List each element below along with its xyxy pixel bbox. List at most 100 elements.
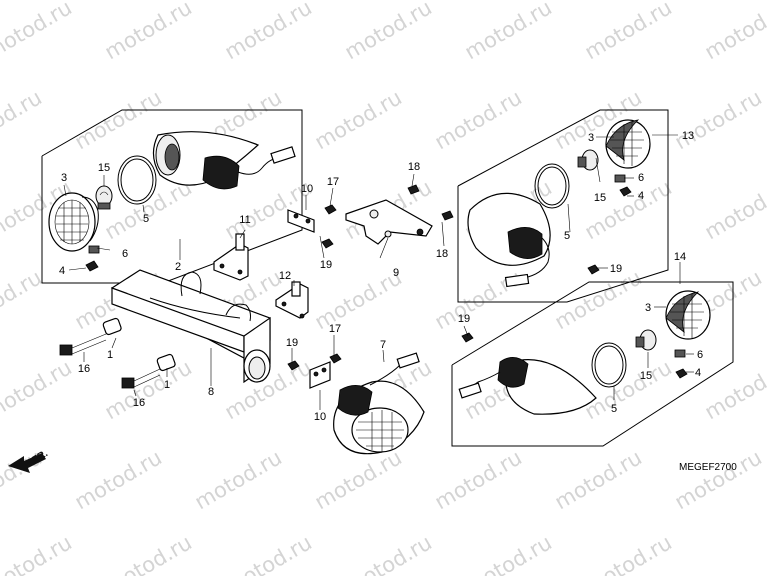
watermark-text: motod.ru: [461, 530, 556, 576]
right-upper-screws: [614, 174, 632, 197]
watermark-text: motod.ru: [191, 445, 286, 514]
watermark-text: motod.ru: [581, 530, 676, 576]
watermark-text: motod.ru: [431, 265, 526, 334]
watermark-text: motod.ru: [341, 0, 436, 64]
screw-19-upper: [321, 238, 334, 249]
screw-19-lower-left: [287, 360, 300, 371]
callout-16-upper: 16: [78, 363, 90, 375]
watermark-text: motod.ru: [71, 85, 166, 154]
watermark-text: motod.ru: [101, 175, 196, 244]
callout-17-lower: 17: [329, 323, 341, 335]
right-upper-gasket: [534, 163, 570, 209]
callout-6-right-upper: 6: [638, 172, 644, 184]
left-signal-screw: [85, 245, 100, 272]
group-frame-right-lower: [451, 281, 734, 447]
callout-19-center: 19: [286, 337, 298, 349]
callout-10-lower: 10: [314, 411, 326, 423]
callout-3-right-upper: 3: [588, 132, 594, 144]
watermark-text: motod.ru: [701, 175, 768, 244]
watermark-text: motod.ru: [581, 0, 676, 64]
watermark-text: motod.ru: [101, 530, 196, 576]
leader-lines: [63, 134, 694, 410]
callout-7: 7: [380, 339, 386, 351]
watermark-text: motod.ru: [671, 85, 766, 154]
watermark-text: motod.ru: [341, 530, 436, 576]
watermark-text: motod.ru: [431, 85, 526, 154]
screw-19-right-lower: [461, 332, 474, 343]
group-frame-right-upper: [457, 109, 669, 303]
callout-12: 12: [279, 270, 291, 282]
bolt-16-lower: [121, 368, 161, 389]
callout-18-lower: 18: [436, 248, 448, 260]
front-arrow-icon: [8, 453, 46, 473]
callout-1-upper: 1: [107, 349, 113, 361]
callout-numbers: 3 15 5 6 4 2 11 10 17 18 18 19 9 12 1 1 …: [59, 130, 703, 423]
callout-11: 11: [239, 214, 250, 226]
callout-15-right-lower: 15: [640, 370, 652, 382]
bolt-18-lower: [441, 210, 454, 221]
left-signal-lens: [48, 192, 99, 252]
watermark-text: motod.ru: [0, 530, 76, 576]
callout-5-right-upper: 5: [564, 230, 570, 242]
watermark-text: motod.ru: [671, 445, 766, 514]
callout-9: 9: [393, 267, 399, 279]
watermark-text: motod.ru: [311, 85, 406, 154]
bracket-12: [275, 281, 309, 319]
callout-19-right-upper: 19: [610, 263, 622, 275]
callout-15-left: 15: [98, 162, 110, 174]
right-upper-lens: [605, 119, 651, 169]
callout-6-right-lower: 6: [697, 349, 703, 361]
plate-10-lower: [309, 361, 331, 389]
watermark-text: motod.ru: [0, 265, 46, 334]
right-lower-gasket: [591, 342, 627, 388]
callout-3-left: 3: [61, 172, 67, 184]
watermark-text: motod.ru: [0, 355, 76, 424]
callout-10-upper: 10: [301, 183, 313, 195]
screw-17-lower: [329, 353, 342, 364]
callout-3-right-lower: 3: [645, 302, 651, 314]
callout-19-upper: 19: [320, 259, 332, 271]
callout-6-left: 6: [122, 248, 128, 260]
callout-4-right-lower: 4: [695, 367, 701, 379]
watermark-text: motod.ru: [431, 445, 526, 514]
callout-4-right-upper: 4: [638, 190, 644, 202]
plate-10-upper: [287, 209, 315, 233]
callout-15-right-upper: 15: [594, 192, 606, 204]
bolt-16-upper: [59, 333, 107, 356]
left-signal-housing: [152, 131, 296, 190]
left-signal-bulb: [95, 185, 113, 210]
watermark-text: motod.ru: [71, 445, 166, 514]
right-upper-signal-housing: [467, 192, 551, 288]
watermark-text: motod.ru: [0, 85, 46, 154]
callout-2: 2: [175, 261, 181, 273]
watermark-text: motod.ru: [701, 0, 768, 64]
callout-18-upper: 18: [408, 161, 420, 173]
callout-17-upper: 17: [327, 176, 339, 188]
watermark-text: motod.ru: [551, 265, 646, 334]
callout-4-left: 4: [59, 265, 65, 277]
callout-14: 14: [674, 251, 686, 263]
screw-17-upper: [324, 204, 337, 215]
watermark-text: motod.ru: [311, 265, 406, 334]
right-lower-lens: [665, 290, 711, 340]
front-signal-housing: [333, 352, 425, 455]
callout-8: 8: [208, 386, 214, 398]
collar-1-upper: [102, 317, 122, 336]
watermark-text: motod.ru: [311, 445, 406, 514]
group-frame-left: [41, 109, 303, 284]
bracket-9: [345, 199, 433, 245]
right-lower-screws: [674, 349, 688, 379]
left-signal-gasket: [117, 155, 157, 205]
watermark-text: motod.ru: [221, 0, 316, 64]
mount-bar: [110, 269, 271, 384]
callout-1-lower: 1: [164, 379, 170, 391]
watermark-text: motod.ru: [461, 0, 556, 64]
screw-19-right-upper: [587, 264, 600, 275]
bracket-11: [213, 233, 249, 281]
watermark-text: motod.ru: [701, 355, 768, 424]
callout-5-right-lower: 5: [611, 403, 617, 415]
diagram-code: MEGEF2700: [679, 462, 737, 473]
collar-1-lower: [156, 353, 176, 372]
watermark-text: motod.ru: [551, 445, 646, 514]
